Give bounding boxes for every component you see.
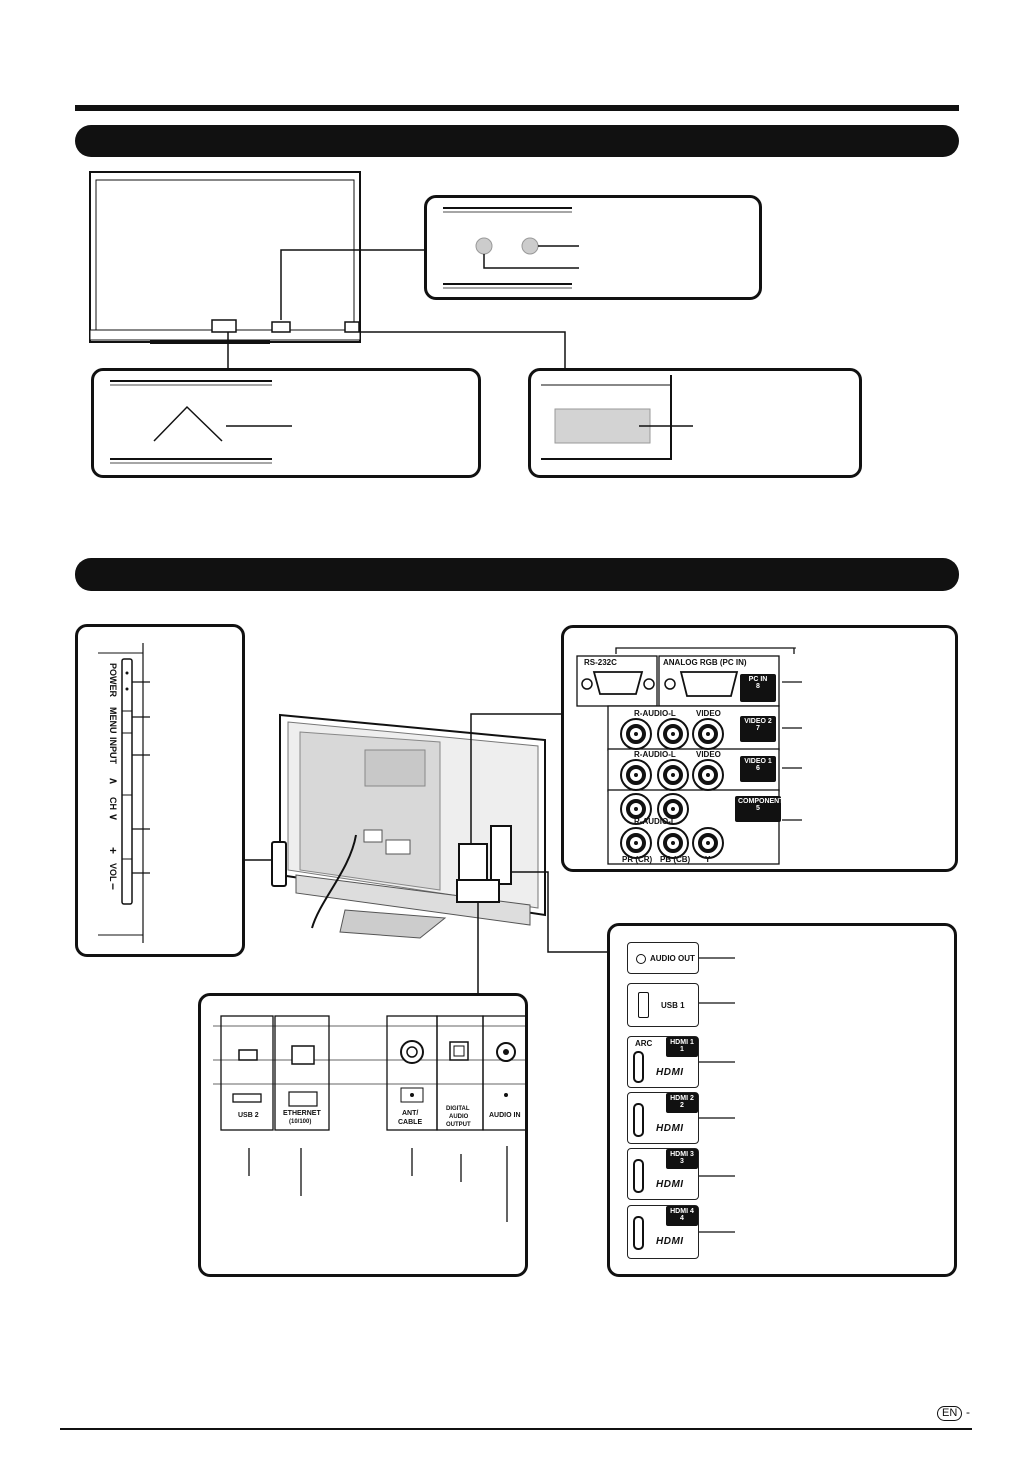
tv-rear-diagram (245, 713, 608, 993)
ant-cable-label-1: ANT/ (402, 1110, 419, 1117)
video2-number: 7 (756, 725, 760, 732)
component-number: 5 (756, 805, 760, 812)
logo-drawing (110, 380, 292, 464)
side-terminal-leaders (699, 957, 735, 1233)
digital-audio-label-2: AUDIO (449, 1114, 469, 1120)
hdmi3-number: 3 (680, 1158, 684, 1165)
component-pb-jack[interactable] (657, 827, 689, 859)
usb1-label: USB 1 (661, 1001, 685, 1010)
video2-audio-label: R-AUDIO-L (634, 709, 676, 718)
section-header-front (75, 125, 959, 157)
sensor-drawing (541, 375, 693, 460)
component-y-jack[interactable] (692, 827, 724, 859)
component-label: COMPONENT (738, 798, 784, 805)
video2-label: VIDEO 2 (744, 718, 772, 725)
hdmi4-slot-icon (633, 1216, 644, 1250)
video1-audio-l-jack[interactable] (657, 759, 689, 791)
component-audio-l-jack[interactable] (657, 793, 689, 825)
hdmi4-label: HDMI 4 (670, 1208, 694, 1215)
video1-audio-r-jack[interactable] (620, 759, 652, 791)
component-pr-label: PR (CR) (622, 855, 653, 864)
component-audio-label: R-AUDIO-L (634, 817, 676, 826)
hdmi3-logo: HDMI (656, 1179, 684, 1190)
video1-label: VIDEO 1 (744, 758, 772, 765)
audio-in-label: AUDIO IN (489, 1112, 521, 1119)
component-y-label: Y (705, 855, 711, 864)
hdmi2-slot-icon (633, 1103, 644, 1137)
hdmi2-label: HDMI 2 (670, 1095, 694, 1102)
arc-label: ARC (635, 1039, 653, 1048)
language-badge: EN (937, 1406, 963, 1421)
hdmi1-logo: HDMI (656, 1067, 684, 1078)
hdmi4-number: 4 (680, 1215, 684, 1222)
indicator-callout (424, 195, 762, 300)
usb1-slot-icon (638, 992, 649, 1018)
video2-audio-r-jack[interactable] (620, 718, 652, 750)
digital-audio-label-1: DIGITAL (446, 1106, 470, 1112)
logo-callout (91, 368, 481, 478)
digital-audio-label-3: OUTPUT (446, 1122, 471, 1128)
hdmi1-slot-icon (633, 1051, 644, 1083)
side-buttons-drawing (98, 643, 150, 943)
usb1-port[interactable]: USB 1 (627, 983, 699, 1027)
component-audio-r-jack[interactable] (620, 793, 652, 825)
hdmi1-label: HDMI 1 (670, 1039, 694, 1046)
hdmi3-slot-icon (633, 1159, 644, 1193)
audio-out-port[interactable]: AUDIO OUT (627, 942, 699, 974)
page-dash: - (966, 1405, 970, 1419)
video1-audio-label: R-AUDIO-L (634, 750, 676, 759)
usb2-label: USB 2 (238, 1112, 259, 1119)
component-pr-jack[interactable] (620, 827, 652, 859)
sensor-callout (528, 368, 862, 478)
section-header-rear (75, 558, 959, 591)
bottom-terminal-drawing (213, 1015, 525, 1222)
hdmi2-number: 2 (680, 1102, 684, 1109)
video1-video-label: VIDEO (696, 750, 721, 759)
ant-cable-label-2: CABLE (398, 1119, 423, 1126)
ethernet-label: ETHERNET (283, 1110, 321, 1117)
pc-in-label: PC IN (748, 676, 768, 683)
video1-number: 6 (756, 765, 760, 772)
component-pb-label: PB (CB) (660, 855, 691, 864)
ethernet-speed-label: (10/100) (289, 1119, 312, 1125)
hdmi1-number: 1 (680, 1046, 684, 1053)
indicator-drawing (443, 207, 579, 289)
hdmi2-logo: HDMI (656, 1123, 684, 1134)
audio-out-label: AUDIO OUT (650, 954, 695, 963)
pc-in-number: 8 (756, 683, 760, 690)
side-buttons-callout: POWER MENU INPUT ∧ CH ∨ + VOL − (75, 624, 245, 957)
hdmi4-logo: HDMI (656, 1236, 684, 1247)
video2-video-label: VIDEO (696, 709, 721, 718)
rs232c-label: RS-232C (584, 658, 617, 667)
top-rule (75, 105, 959, 111)
bottom-terminal-callout: USB 2 ETHERNET (10/100) ANT/ CABLE DIGIT… (198, 993, 528, 1277)
power-button-label: POWER (108, 663, 118, 698)
audio-out-jack-icon (636, 954, 646, 964)
bottom-rule (60, 1428, 972, 1430)
front-view-diagram (89, 171, 566, 368)
video1-video-jack[interactable] (692, 759, 724, 791)
hdmi3-label: HDMI 3 (670, 1151, 694, 1158)
video2-audio-l-jack[interactable] (657, 718, 689, 750)
video2-video-jack[interactable] (692, 718, 724, 750)
analog-rgb-label: ANALOG RGB (PC IN) (663, 658, 747, 667)
